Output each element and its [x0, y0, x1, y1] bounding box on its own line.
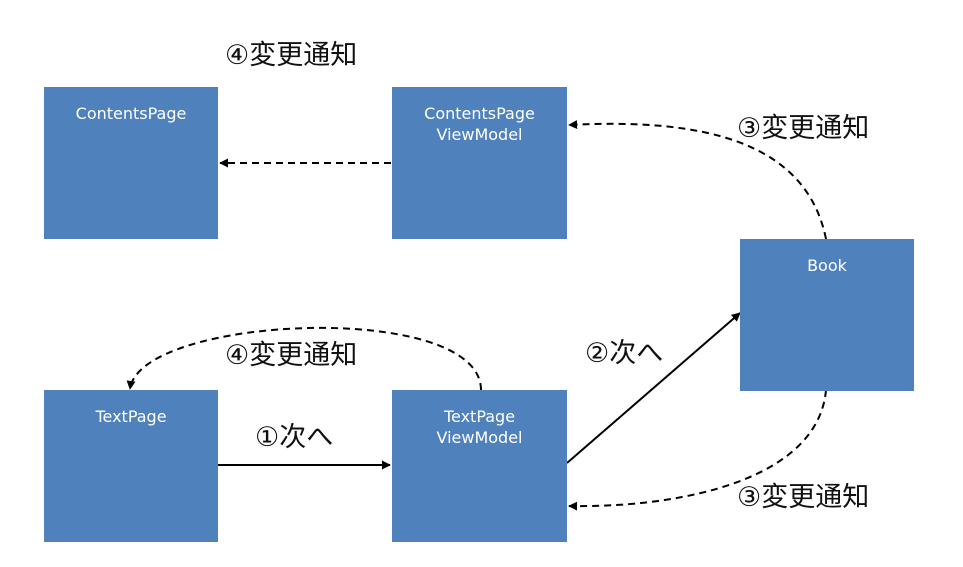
node-label-line: Book [807, 256, 847, 275]
node-text-page: TextPage [44, 390, 218, 542]
edge-label-notify-book-to-text-vm: ③変更通知 [737, 482, 870, 513]
node-book: Book [740, 239, 914, 391]
edge-text-vm-to-book [566, 312, 741, 464]
node-label-line: ViewModel [436, 125, 523, 144]
node-label-line: TextPage [443, 407, 516, 426]
node-label-line: ContentsPage [424, 104, 535, 123]
node-contents-page: ContentsPage [44, 87, 218, 239]
node-label-line: ViewModel [436, 428, 523, 447]
edge-book-to-contents-vm [568, 120, 827, 240]
edge-label-notify-book-to-contents-vm: ③変更通知 [737, 113, 870, 144]
node-contents-page-view-model: ContentsPage ViewModel [392, 87, 567, 239]
edge-label-next-to-text-vm: ①次へ [255, 422, 334, 453]
edge-label-notify-top: ④変更通知 [225, 40, 358, 71]
edge-label-notify-text-vm-to-text-page: ④変更通知 [225, 340, 358, 371]
node-label-line: TextPage [95, 407, 167, 426]
edge-book-to-text-vm [568, 389, 827, 511]
edge-text-vm-to-text-page [126, 326, 482, 391]
node-label-line: ContentsPage [75, 104, 187, 123]
edge-label-next-to-book: ②次へ [585, 338, 664, 369]
node-text-page-view-model: TextPage ViewModel [392, 390, 567, 542]
